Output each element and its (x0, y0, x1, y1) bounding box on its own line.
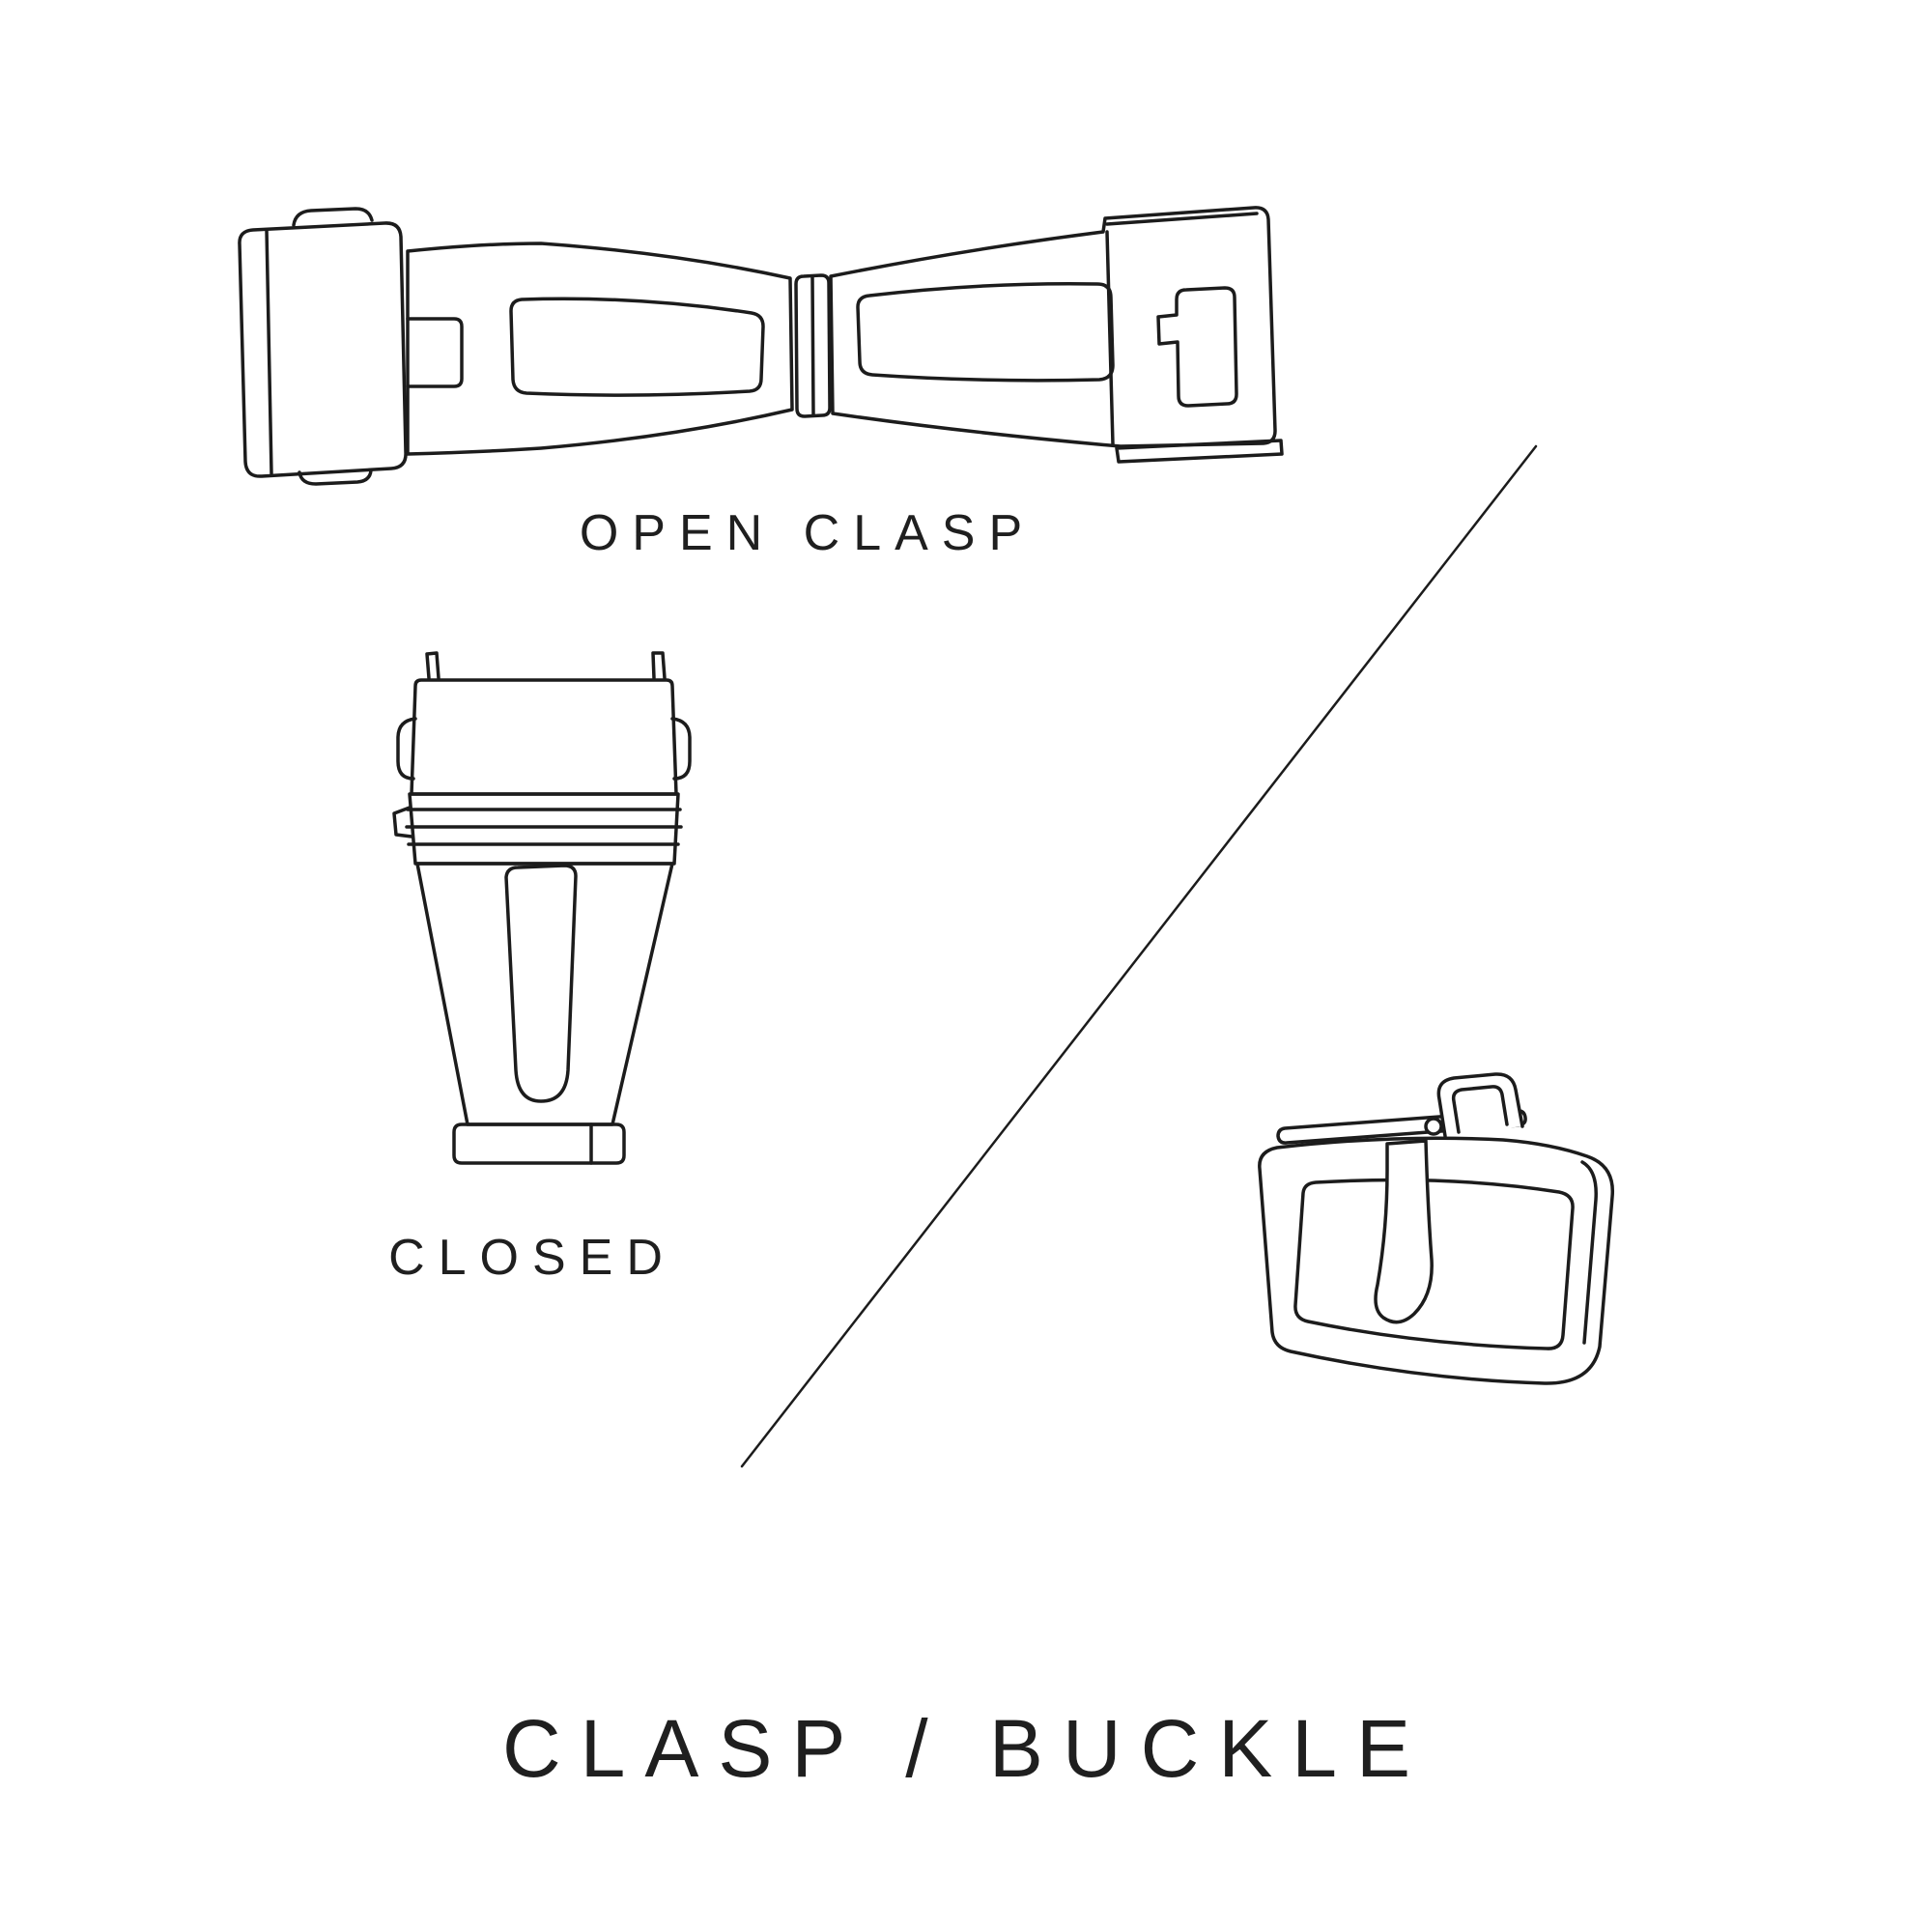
closed-clasp-caption: CLOSED (388, 1230, 676, 1286)
divider-line (740, 444, 1538, 1468)
closed-clasp-illustration (392, 651, 692, 1165)
page-title: CLASP / BUCKLE (501, 1703, 1431, 1794)
buckle-illustration (1258, 1072, 1614, 1385)
open-clasp-caption: OPEN CLASP (579, 505, 1037, 561)
open-clasp-illustration (238, 206, 1284, 486)
